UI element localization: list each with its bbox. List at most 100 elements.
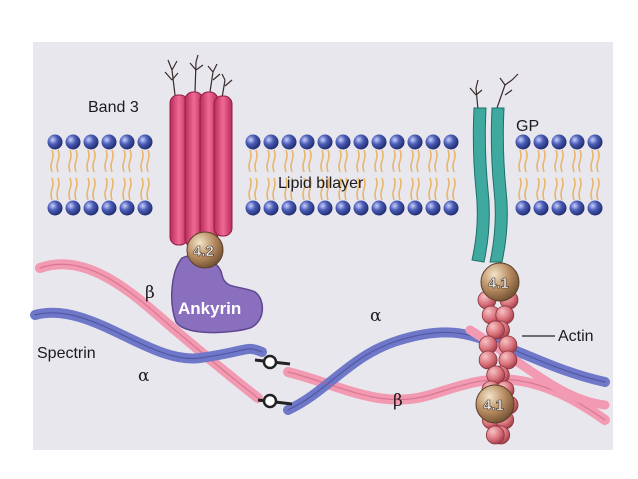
lipid-head — [83, 134, 99, 150]
spectrin-left — [30, 259, 267, 403]
lipid-head — [47, 134, 63, 150]
protein-4-1-bottom-label: 4.1 — [483, 397, 504, 414]
lipid-head — [335, 200, 351, 216]
lipid-tail — [146, 177, 150, 201]
lipid-head — [587, 200, 603, 216]
lipid-tail — [122, 149, 126, 173]
lipid-tail — [140, 149, 144, 173]
lipid-tail — [452, 149, 456, 173]
spectrin-junction-bottom — [257, 393, 293, 409]
lipid-head — [425, 200, 441, 216]
lipid-tail — [290, 177, 294, 201]
lipid-tail — [542, 149, 546, 173]
lipid-tail — [86, 177, 90, 201]
protein-4-2-label: 4.2 — [193, 243, 214, 260]
lipid-tail — [554, 177, 558, 201]
lipid-head — [65, 134, 81, 150]
lipid-head — [425, 134, 441, 150]
lipid-head — [515, 134, 531, 150]
lipid-head — [551, 134, 567, 150]
lipid-tail — [560, 177, 564, 201]
lipid-tail — [434, 177, 438, 201]
lipid-heads — [47, 134, 603, 216]
actin-label: Actin — [558, 328, 594, 345]
lipid-head — [299, 200, 315, 216]
lipid-tail — [308, 149, 312, 173]
lipid-tail — [428, 149, 432, 173]
lipid-head — [119, 200, 135, 216]
lipid-tail — [410, 177, 414, 201]
actin-monomer — [485, 425, 505, 445]
lipid-bilayer-label: Lipid bilayer — [278, 175, 364, 192]
lipid-tail — [374, 149, 378, 173]
lipid-head — [389, 134, 405, 150]
lipid-tail — [254, 149, 258, 173]
ankyrin-label: Ankyrin — [178, 299, 241, 318]
lipid-head — [65, 200, 81, 216]
lipid-head — [281, 134, 297, 150]
lipid-tails — [50, 149, 600, 201]
lipid-tail — [554, 149, 558, 173]
lipid-tail — [518, 177, 522, 201]
gp-protein — [469, 73, 519, 263]
lipid-tail — [338, 149, 342, 173]
lipid-tail — [128, 177, 132, 201]
lipid-tail — [92, 149, 96, 173]
protein-4-1-top-label: 4.1 — [488, 275, 509, 292]
lipid-tail — [248, 177, 252, 201]
lipid-tail — [302, 149, 306, 173]
protein-4-2: 4.2 — [186, 231, 224, 269]
lipid-tail — [56, 177, 60, 201]
lipid-tail — [392, 177, 396, 201]
lipid-tail — [518, 149, 522, 173]
lipid-tail — [86, 149, 90, 173]
lipid-head — [533, 134, 549, 150]
lipid-head — [245, 200, 261, 216]
lipid-head — [551, 200, 567, 216]
actin-monomer — [478, 350, 498, 370]
lipid-head — [101, 200, 117, 216]
lipid-head — [371, 200, 387, 216]
lipid-tail — [308, 177, 312, 201]
lipid-tail — [362, 149, 366, 173]
lipid-tail — [362, 177, 366, 201]
lipid-tail — [68, 177, 72, 201]
lipid-head — [317, 134, 333, 150]
lipid-tail — [68, 149, 72, 173]
lipid-head — [299, 134, 315, 150]
lipid-head — [443, 134, 459, 150]
protein-4-1-bottom: 4.1 — [475, 384, 515, 424]
lipid-tail — [284, 149, 288, 173]
lipid-head — [515, 200, 531, 216]
lipid-tail — [446, 149, 450, 173]
lipid-head — [263, 200, 279, 216]
actin-monomer — [498, 350, 518, 370]
lipid-tail — [146, 149, 150, 173]
lipid-tail — [536, 177, 540, 201]
lipid-head — [317, 200, 333, 216]
lipid-tail — [356, 177, 360, 201]
lipid-head — [569, 200, 585, 216]
lipid-tail — [272, 149, 276, 173]
lipid-tail — [536, 149, 540, 173]
lipid-tail — [344, 177, 348, 201]
lipid-tail — [596, 177, 600, 201]
lipid-tail — [248, 149, 252, 173]
lipid-tail — [266, 177, 270, 201]
lipid-tail — [344, 149, 348, 173]
lipid-tail — [380, 149, 384, 173]
lipid-tail — [398, 149, 402, 173]
lipid-head — [137, 200, 153, 216]
lipid-head — [353, 200, 369, 216]
lipid-tail — [104, 177, 108, 201]
protein-4-1-top: 4.1 — [480, 262, 520, 302]
lipid-tail — [416, 149, 420, 173]
lipid-tail — [524, 177, 528, 201]
lipid-tail — [326, 149, 330, 173]
lipid-tail — [398, 177, 402, 201]
lipid-tail — [50, 149, 54, 173]
lipid-head — [281, 200, 297, 216]
actin-monomer — [486, 320, 505, 340]
lipid-tail — [578, 149, 582, 173]
